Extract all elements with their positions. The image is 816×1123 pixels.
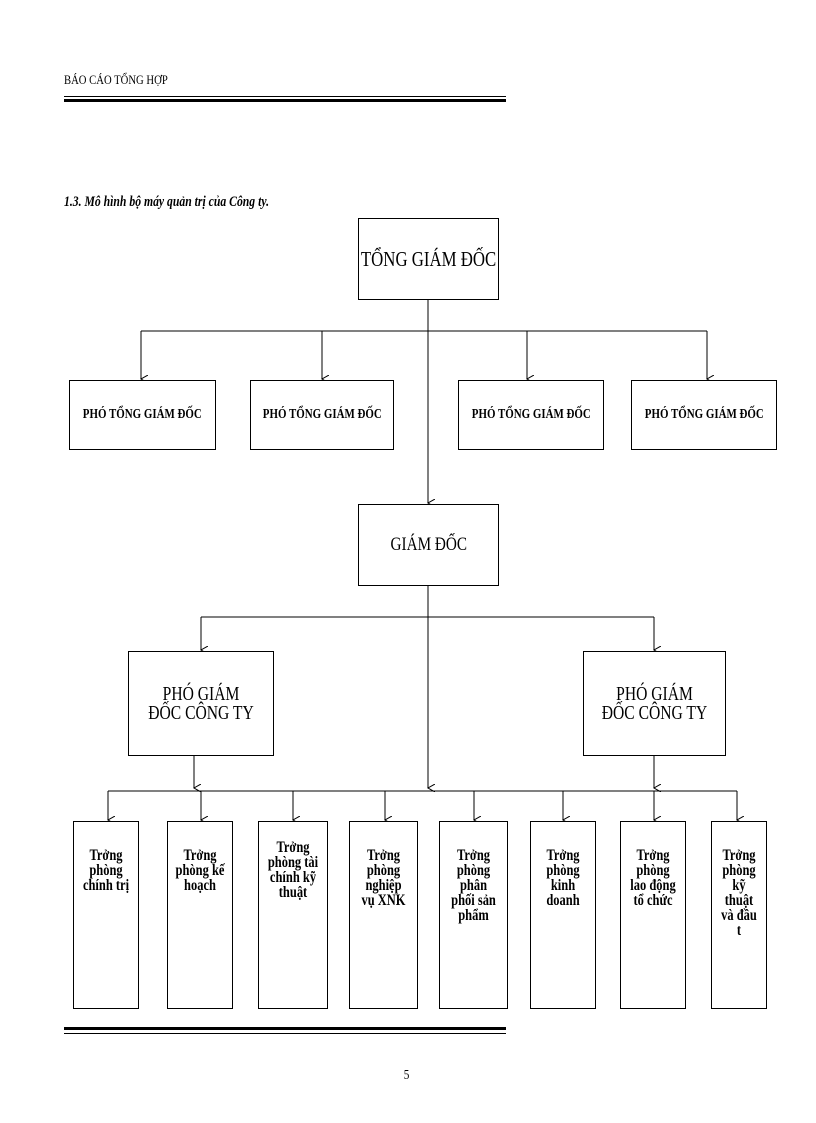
deputy-director-label: PHÓ GIÁM ĐỐC CÔNG TY <box>148 682 254 724</box>
ceo-label: TỔNG GIÁM ĐỐC <box>360 246 497 271</box>
department-box-5: Trởng phòng phân phối sản phẩm <box>439 821 508 1009</box>
department-label: Trởng phòng chính trị <box>82 847 130 894</box>
director-label: GIÁM ĐỐC <box>390 534 467 555</box>
header-rule-thin <box>64 96 506 97</box>
section-heading: 1.3. Mô hình bộ máy quản trị của Công ty… <box>64 194 270 210</box>
ceo-box: TỔNG GIÁM ĐỐC <box>358 218 499 300</box>
deputy-ceo-box-1: PHÓ TỔNG GIÁM ĐỐC <box>69 380 216 450</box>
deputy-director-label: PHÓ GIÁM ĐỐC CÔNG TY <box>601 682 708 724</box>
deputy-director-box-2: PHÓ GIÁM ĐỐC CÔNG TY <box>583 651 726 756</box>
department-label: Trởng phòng kế hoạch <box>175 847 225 894</box>
department-label: Trởng phòng nghiệp vụ XNK <box>361 847 406 909</box>
deputy-director-box-1: PHÓ GIÁM ĐỐC CÔNG TY <box>128 651 274 756</box>
department-box-1: Trởng phòng chính trị <box>73 821 139 1009</box>
department-box-8: Trởng phòng kỹ thuật và đầu t <box>711 821 767 1009</box>
department-box-7: Trởng phòng lao động tổ chức <box>620 821 686 1009</box>
deputy-ceo-box-4: PHÓ TỔNG GIÁM ĐỐC <box>631 380 777 450</box>
department-label: Trởng phòng kinh doanh <box>546 847 580 909</box>
deputy-ceo-box-2: PHÓ TỔNG GIÁM ĐỐC <box>250 380 394 450</box>
header-rule-thick <box>64 99 506 102</box>
report-header-title: BÁO CÁO TỔNG HỢP <box>64 72 168 87</box>
department-label: Trởng phòng kỹ thuật và đầu t <box>721 847 757 939</box>
page-number: 5 <box>403 1068 410 1083</box>
deputy-ceo-box-3: PHÓ TỔNG GIÁM ĐỐC <box>458 380 604 450</box>
department-box-2: Trởng phòng kế hoạch <box>167 821 233 1009</box>
department-label: Trởng phòng tài chính kỹ thuật <box>267 839 319 901</box>
department-label: Trởng phòng lao động tổ chức <box>630 847 676 909</box>
deputy-ceo-label: PHÓ TỔNG GIÁM ĐỐC <box>644 407 764 422</box>
department-box-6: Trởng phòng kinh doanh <box>530 821 596 1009</box>
director-box: GIÁM ĐỐC <box>358 504 499 586</box>
footer-rule-thin <box>64 1033 506 1034</box>
deputy-ceo-label: PHÓ TỔNG GIÁM ĐỐC <box>262 407 382 422</box>
footer-rule-thick <box>64 1027 506 1030</box>
deputy-ceo-label: PHÓ TỔNG GIÁM ĐỐC <box>471 407 591 422</box>
department-box-3: Trởng phòng tài chính kỹ thuật <box>258 821 328 1009</box>
deputy-ceo-label: PHÓ TỔNG GIÁM ĐỐC <box>83 407 203 422</box>
department-label: Trởng phòng phân phối sản phẩm <box>451 847 496 924</box>
department-box-4: Trởng phòng nghiệp vụ XNK <box>349 821 418 1009</box>
